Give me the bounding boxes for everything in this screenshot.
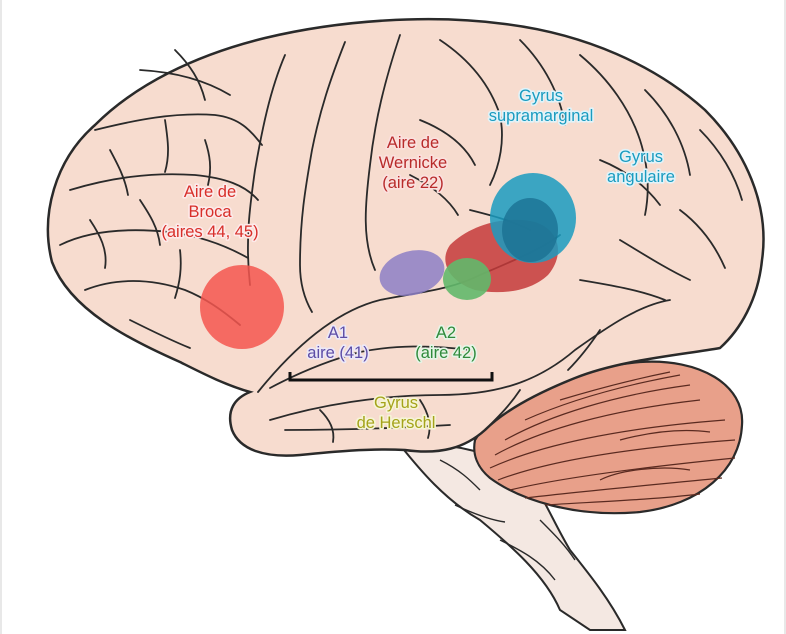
a1-area <box>379 250 445 296</box>
broca-area <box>200 265 284 349</box>
cerebellum-folia <box>489 371 736 506</box>
label-angular: Gyrus angulaire <box>605 146 676 187</box>
svg-text:(aire 22): (aire 22) <box>382 174 443 192</box>
label-a1: A1 aire (41) <box>306 322 371 363</box>
svg-text:supramarginal: supramarginal <box>489 107 594 125</box>
svg-text:angulaire: angulaire <box>607 168 675 186</box>
svg-text:Gyrus: Gyrus <box>619 148 663 166</box>
svg-text:aire (41): aire (41) <box>307 344 368 362</box>
label-herschl: Gyrus de Herschl <box>355 392 437 433</box>
label-wernicke: Aire de Wernicke (aire 22) <box>377 132 449 193</box>
svg-text:Aire de: Aire de <box>387 134 439 152</box>
svg-text:de Herschl: de Herschl <box>357 414 436 432</box>
brainstem-detail <box>439 459 576 581</box>
svg-text:Aire de: Aire de <box>184 183 236 201</box>
label-a2: A2 (aire 42) <box>414 322 479 363</box>
label-broca: Aire de Broca (aires 44, 45) <box>160 181 260 242</box>
svg-text:A1: A1 <box>328 324 348 342</box>
a2-area <box>443 258 491 300</box>
svg-text:(aires 44, 45): (aires 44, 45) <box>161 223 258 241</box>
svg-text:Broca: Broca <box>188 203 232 221</box>
herschl-bracket <box>288 372 494 382</box>
cortical-sulci <box>59 34 743 443</box>
svg-text:Gyrus: Gyrus <box>374 394 418 412</box>
cerebrum <box>46 17 765 457</box>
svg-text:Wernicke: Wernicke <box>379 154 447 172</box>
svg-text:A2: A2 <box>436 324 456 342</box>
svg-text:(aire 42): (aire 42) <box>415 344 476 362</box>
angular-area <box>502 198 558 262</box>
svg-text:Gyrus: Gyrus <box>519 87 563 105</box>
label-supramarginal: Gyrus supramarginal <box>487 85 595 126</box>
functional-areas <box>200 173 576 349</box>
